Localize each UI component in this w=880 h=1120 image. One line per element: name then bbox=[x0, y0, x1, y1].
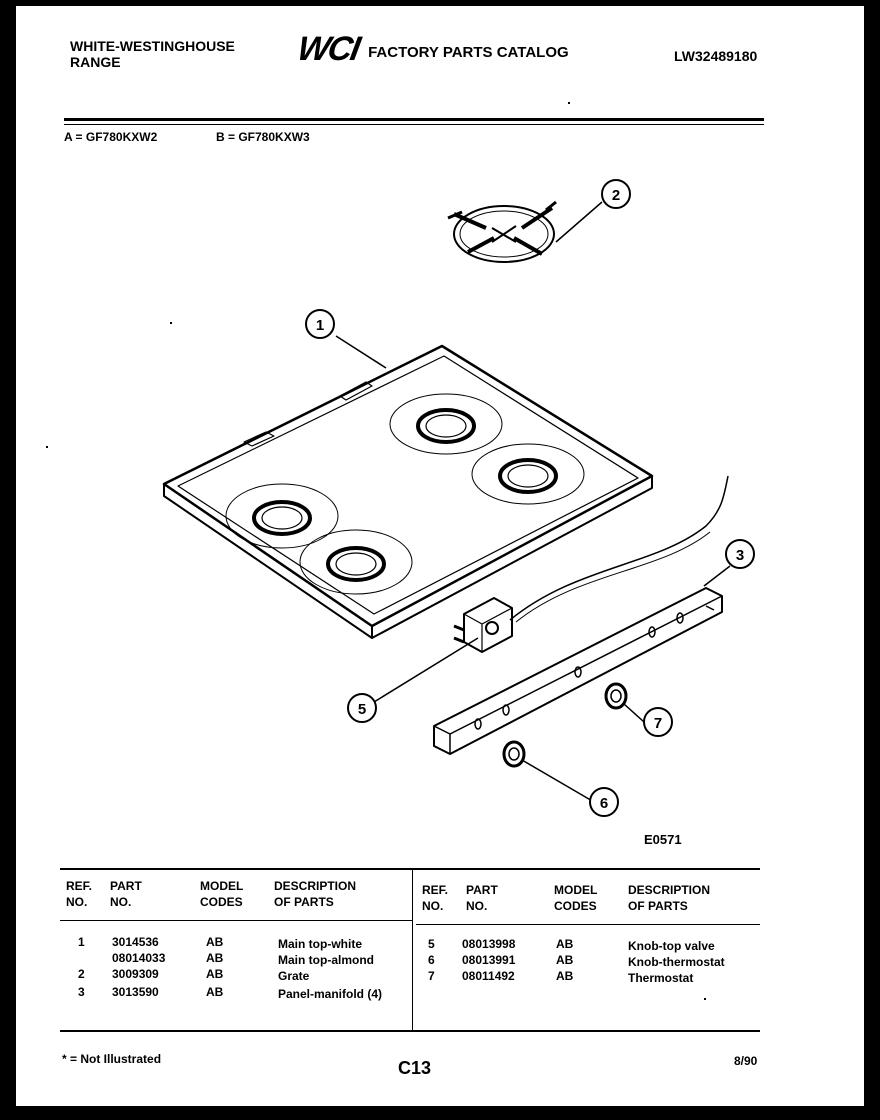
page-number: C13 bbox=[398, 1058, 432, 1078]
callout-6: 7 bbox=[654, 715, 662, 732]
table-bottom-rule bbox=[60, 1030, 760, 1032]
model-codes: AB bbox=[206, 935, 224, 949]
callout-3: 3 bbox=[736, 547, 744, 564]
brand-name: WHITE-WESTINGHOUSE bbox=[70, 38, 235, 54]
part-no: 08013998 bbox=[462, 937, 516, 951]
part-description: Main top-almond bbox=[278, 953, 374, 967]
part-description: Grate bbox=[278, 969, 310, 983]
catalog-page: WHITE-WESTINGHOUSE RANGE WCI FACTORY PAR… bbox=[16, 6, 864, 1106]
part-description: Thermostat bbox=[628, 971, 694, 985]
catalog-title-block: WCI FACTORY PARTS CATALOG bbox=[295, 30, 569, 68]
ref-no: 1 bbox=[78, 935, 85, 949]
part-description: Panel-manifold (4) bbox=[278, 987, 383, 1001]
callout-7: 5 bbox=[358, 701, 366, 718]
part-description: Knob-thermostat bbox=[628, 955, 725, 969]
header-rule-thin bbox=[64, 124, 764, 125]
model-codes: AB bbox=[556, 969, 574, 983]
ref-no: 5 bbox=[428, 937, 435, 951]
header-rule bbox=[64, 118, 764, 121]
revision-date: 8/90 bbox=[734, 1054, 758, 1068]
scan-speck bbox=[704, 998, 706, 1000]
ref-no: 6 bbox=[428, 953, 435, 967]
model-codes: AB bbox=[206, 967, 224, 981]
part-description: Main top-white bbox=[278, 937, 362, 951]
main-top-drawing bbox=[162, 344, 654, 639]
model-code-b: B = GF780KXW3 bbox=[216, 130, 310, 144]
model-codes: AB bbox=[556, 953, 574, 967]
scan-speck bbox=[568, 102, 570, 104]
model-codes: AB bbox=[206, 985, 224, 999]
knob-top-valve-drawing bbox=[502, 740, 526, 768]
thermostat-drawing bbox=[453, 475, 729, 653]
exploded-parts-diagram: 1 2 3 6 7 5 bbox=[162, 179, 755, 817]
figure-code: E0571 bbox=[644, 832, 682, 847]
part-no: 08011492 bbox=[462, 969, 515, 983]
callout-1: 1 bbox=[316, 317, 324, 334]
callout-5: 6 bbox=[600, 795, 608, 812]
table-header-rule-right bbox=[416, 924, 760, 925]
scan-speck bbox=[46, 446, 48, 448]
grate-drawing bbox=[447, 200, 557, 263]
part-description: Knob-top valve bbox=[628, 939, 715, 953]
model-codes: AB bbox=[556, 937, 574, 951]
product-type: RANGE bbox=[70, 54, 121, 70]
document-number: LW32489180 bbox=[674, 48, 758, 64]
footnote: * = Not Illustrated bbox=[62, 1052, 162, 1066]
part-no: 3009309 bbox=[112, 967, 159, 981]
ref-no: 2 bbox=[78, 967, 85, 981]
part-no: 08014033 bbox=[112, 951, 166, 965]
catalog-title: FACTORY PARTS CATALOG bbox=[368, 43, 569, 61]
scan-speck bbox=[170, 322, 172, 324]
part-no: 08013991 bbox=[462, 953, 516, 967]
table-top-rule bbox=[60, 868, 760, 870]
callout-2: 2 bbox=[612, 187, 620, 204]
model-codes: AB bbox=[206, 951, 224, 965]
manifold-panel-drawing bbox=[433, 587, 723, 755]
knob-thermostat-drawing bbox=[604, 682, 628, 710]
col-ref-header-right: REF.NO. bbox=[422, 883, 449, 913]
ref-no: 3 bbox=[78, 985, 85, 999]
part-no: 3014536 bbox=[112, 935, 159, 949]
part-no: 3013590 bbox=[112, 985, 159, 999]
brand-block: WHITE-WESTINGHOUSE RANGE bbox=[70, 38, 235, 70]
table-divider bbox=[412, 868, 413, 1032]
col-ref-header-left: REF.NO. bbox=[66, 879, 93, 909]
table-header-rule-left bbox=[60, 920, 412, 921]
model-code-a: A = GF780KXW2 bbox=[64, 130, 158, 144]
ref-no: 7 bbox=[428, 969, 435, 983]
